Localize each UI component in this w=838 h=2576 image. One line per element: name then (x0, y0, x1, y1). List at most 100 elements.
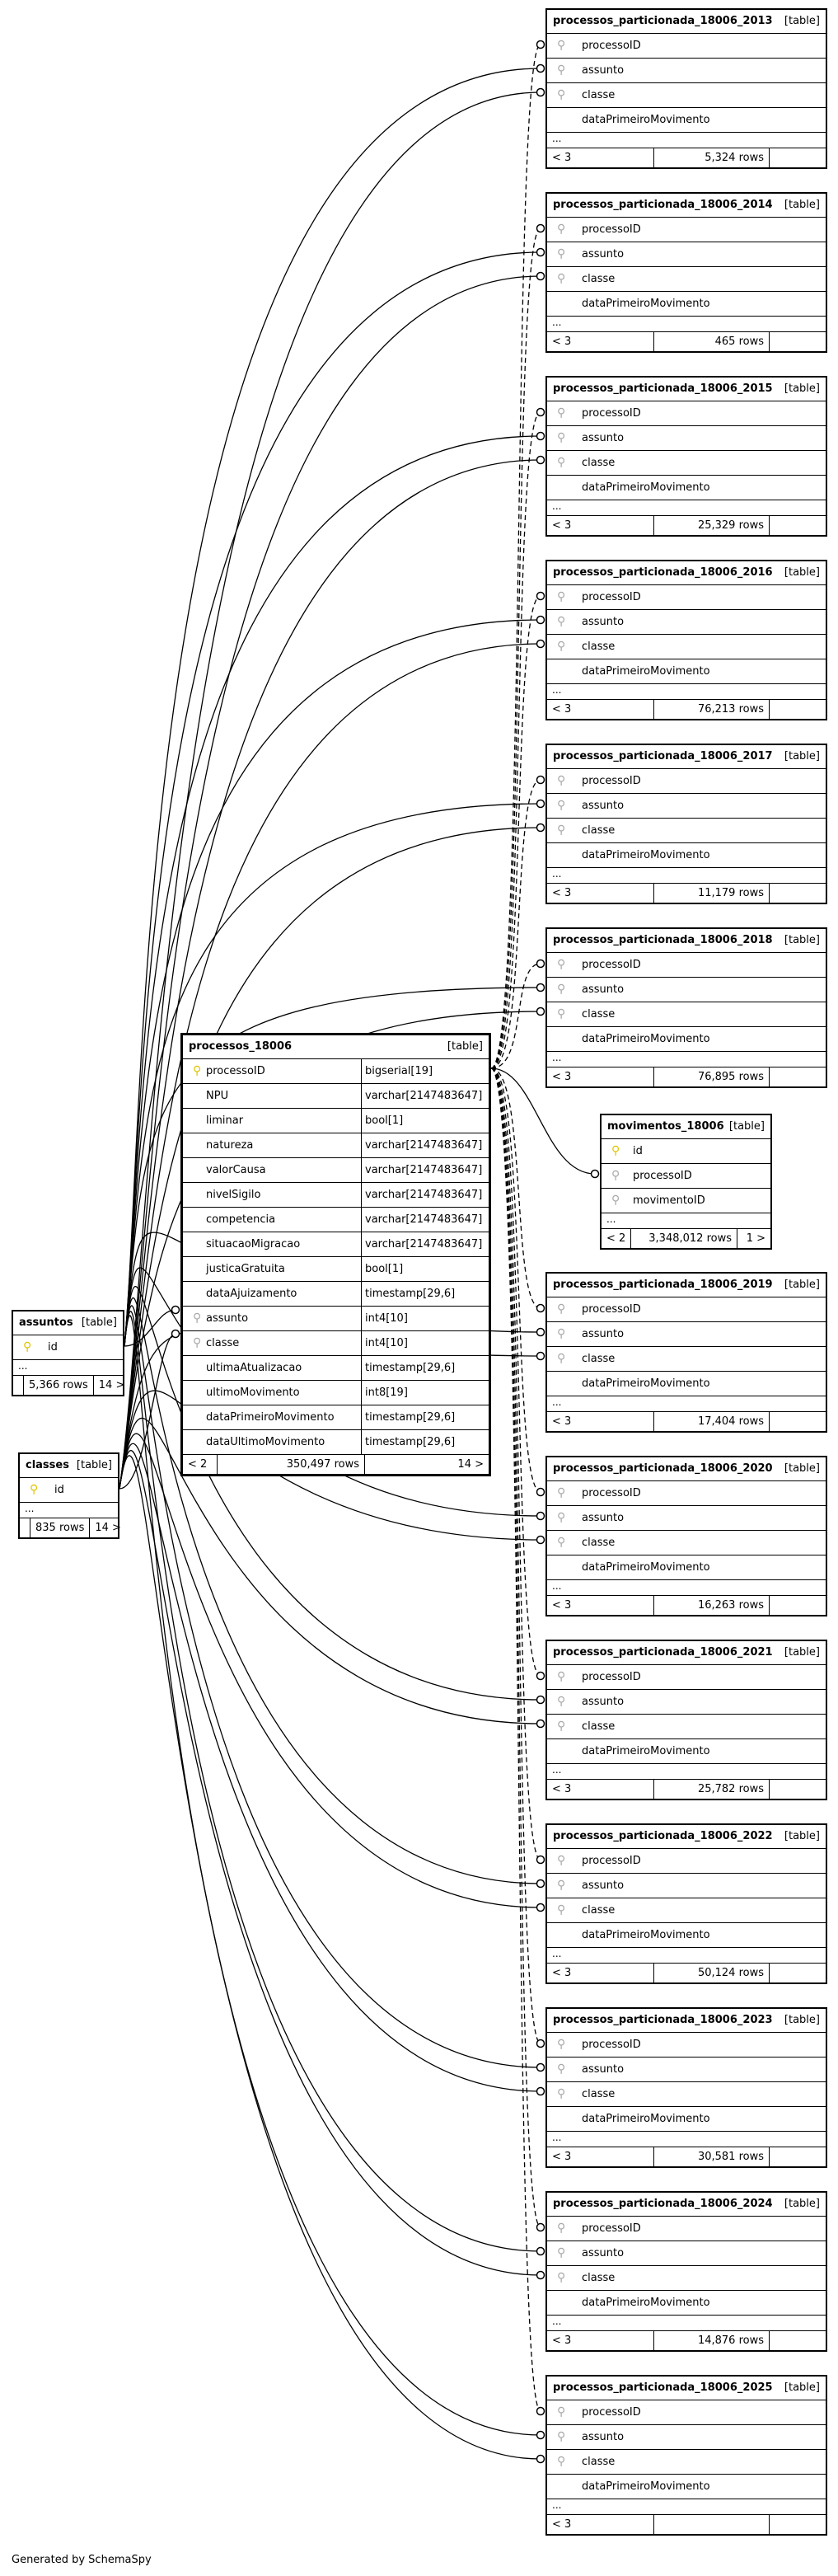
column-row[interactable]: ⚲assunto (547, 59, 826, 83)
column-row[interactable]: ⚲classe (547, 2450, 826, 2475)
children-count[interactable] (770, 884, 826, 903)
parents-count[interactable]: < 3 (547, 1780, 654, 1799)
column-row[interactable]: ⚲assunto (547, 1322, 826, 1347)
table-partition[interactable]: processos_particionada_18006_2022[table]… (545, 1823, 827, 1984)
parents-count[interactable]: < 3 (547, 1964, 654, 1982)
table-movimentos-18006[interactable]: movimentos_18006 [table] ⚲id⚲processoID⚲… (600, 1114, 772, 1250)
column-row[interactable]: ⚲classe (547, 2266, 826, 2291)
table-partition[interactable]: processos_particionada_18006_2017[table]… (545, 744, 827, 904)
column-row[interactable]: ⚲classe (547, 451, 826, 476)
column-row[interactable]: ⚲assunto (547, 978, 826, 1002)
children-count[interactable] (770, 148, 826, 167)
column-row[interactable]: ⚲processoID (547, 953, 826, 978)
column-row[interactable]: ⚲movimentoID (602, 1189, 770, 1213)
column-row[interactable]: ⚲classe (547, 819, 826, 843)
column-row[interactable]: ⚲processoID (547, 1665, 826, 1690)
children-count[interactable]: 14 > (457, 1458, 484, 1471)
column-row[interactable]: dataPrimeiroMovimento (547, 659, 826, 684)
children-count[interactable]: 1 > (746, 1232, 765, 1245)
parents-count[interactable]: < 3 (547, 2331, 654, 2350)
column-row[interactable]: ⚲processoID (547, 2033, 826, 2058)
column-row[interactable]: ⚲classe (547, 1002, 826, 1027)
column-row[interactable]: ⚲classe (547, 2082, 826, 2107)
column-row[interactable]: dataPrimeiroMovimento (547, 1372, 826, 1396)
column-row[interactable]: ⚲assunto (547, 426, 826, 451)
column-row[interactable]: ⚲processoID (602, 1164, 770, 1189)
column-row[interactable]: ⚲classe (547, 83, 826, 108)
children-count[interactable] (770, 1067, 826, 1086)
column-row[interactable]: ⚲assunto (547, 242, 826, 267)
parents-count[interactable]: < 3 (547, 1412, 654, 1431)
column-row[interactable]: ⚲classe (547, 1531, 826, 1555)
children-count[interactable] (770, 2147, 826, 2166)
column-row[interactable]: dataPrimeiroMovimento (547, 476, 826, 500)
column-row[interactable]: ⚲processoID (547, 1849, 826, 1874)
column-row[interactable]: ⚲classe (547, 267, 826, 292)
column-row[interactable]: ⚲classe (547, 1715, 826, 1739)
children-count[interactable] (770, 2515, 826, 2534)
table-classes[interactable]: classes [table] ⚲ id ... 835 rows 14 > (18, 1452, 121, 1539)
table-partition[interactable]: processos_particionada_18006_2015[table]… (545, 376, 827, 537)
table-partition[interactable]: processos_particionada_18006_2024[table]… (545, 2191, 827, 2352)
children-count[interactable] (770, 700, 826, 719)
column-row-id[interactable]: ⚲ id (13, 1335, 123, 1360)
column-row[interactable]: ⚲processoID (547, 218, 826, 242)
column-row[interactable]: dataPrimeiroMovimento (547, 1027, 826, 1052)
column-row[interactable]: ⚲assunto (547, 610, 826, 635)
parents-count[interactable] (13, 1376, 24, 1395)
column-row[interactable]: ⚲processoID (547, 1297, 826, 1322)
parents-count[interactable]: < 3 (547, 1596, 654, 1615)
table-assuntos[interactable]: assuntos [table] ⚲ id ... 5,366 rows 14 … (12, 1310, 124, 1396)
column-row[interactable]: ⚲assunto (547, 2425, 826, 2450)
children-count[interactable] (770, 2331, 826, 2350)
column-row[interactable]: ⚲classe (547, 1347, 826, 1372)
column-row[interactable]: dataPrimeiroMovimento (547, 843, 826, 868)
table-partition[interactable]: processos_particionada_18006_2025[table]… (545, 2375, 827, 2536)
children-count[interactable] (770, 1412, 826, 1431)
column-row[interactable]: ⚲assunto (547, 794, 826, 819)
table-partition[interactable]: processos_particionada_18006_2018[table]… (545, 927, 827, 1088)
parents-count[interactable]: < 3 (547, 700, 654, 719)
children-count[interactable] (770, 1596, 826, 1615)
column-row[interactable]: dataPrimeiroMovimento (547, 1555, 826, 1580)
column-row[interactable]: dataPrimeiroMovimento (547, 2475, 826, 2499)
column-row[interactable]: ⚲processoID (547, 34, 826, 59)
table-partition[interactable]: processos_particionada_18006_2016[table]… (545, 560, 827, 720)
parents-count[interactable]: < 3 (547, 332, 654, 351)
column-row[interactable]: dataPrimeiroMovimento (547, 2291, 826, 2316)
children-count[interactable] (770, 1780, 826, 1799)
table-partition[interactable]: processos_particionada_18006_2019[table]… (545, 1272, 827, 1433)
parents-count[interactable]: < 3 (547, 884, 654, 903)
table-partition[interactable]: processos_particionada_18006_2023[table]… (545, 2007, 827, 2168)
parents-count[interactable]: < 3 (547, 2515, 654, 2534)
children-count[interactable]: 14 > (98, 1379, 125, 1391)
column-row[interactable]: ⚲classe (547, 635, 826, 659)
parents-count[interactable] (20, 1518, 30, 1537)
column-row[interactable]: ⚲processoID (547, 769, 826, 794)
column-row[interactable]: ⚲assunto (547, 1690, 826, 1715)
children-count[interactable] (770, 1964, 826, 1982)
column-row[interactable]: ⚲id (602, 1139, 770, 1164)
parents-count[interactable]: < 3 (547, 148, 654, 167)
children-count[interactable] (770, 332, 826, 351)
column-row[interactable]: ⚲processoID (547, 2217, 826, 2241)
column-row[interactable]: dataPrimeiroMovimento (547, 292, 826, 317)
column-row[interactable]: ⚲classe (547, 1898, 826, 1923)
column-row[interactable]: dataPrimeiroMovimento (547, 1739, 826, 1764)
column-row[interactable]: ⚲processoID (547, 1481, 826, 1506)
column-row[interactable]: ⚲processoID (547, 2400, 826, 2425)
table-partition[interactable]: processos_particionada_18006_2013[table]… (545, 8, 827, 169)
column-row[interactable]: dataPrimeiroMovimento (547, 2107, 826, 2132)
